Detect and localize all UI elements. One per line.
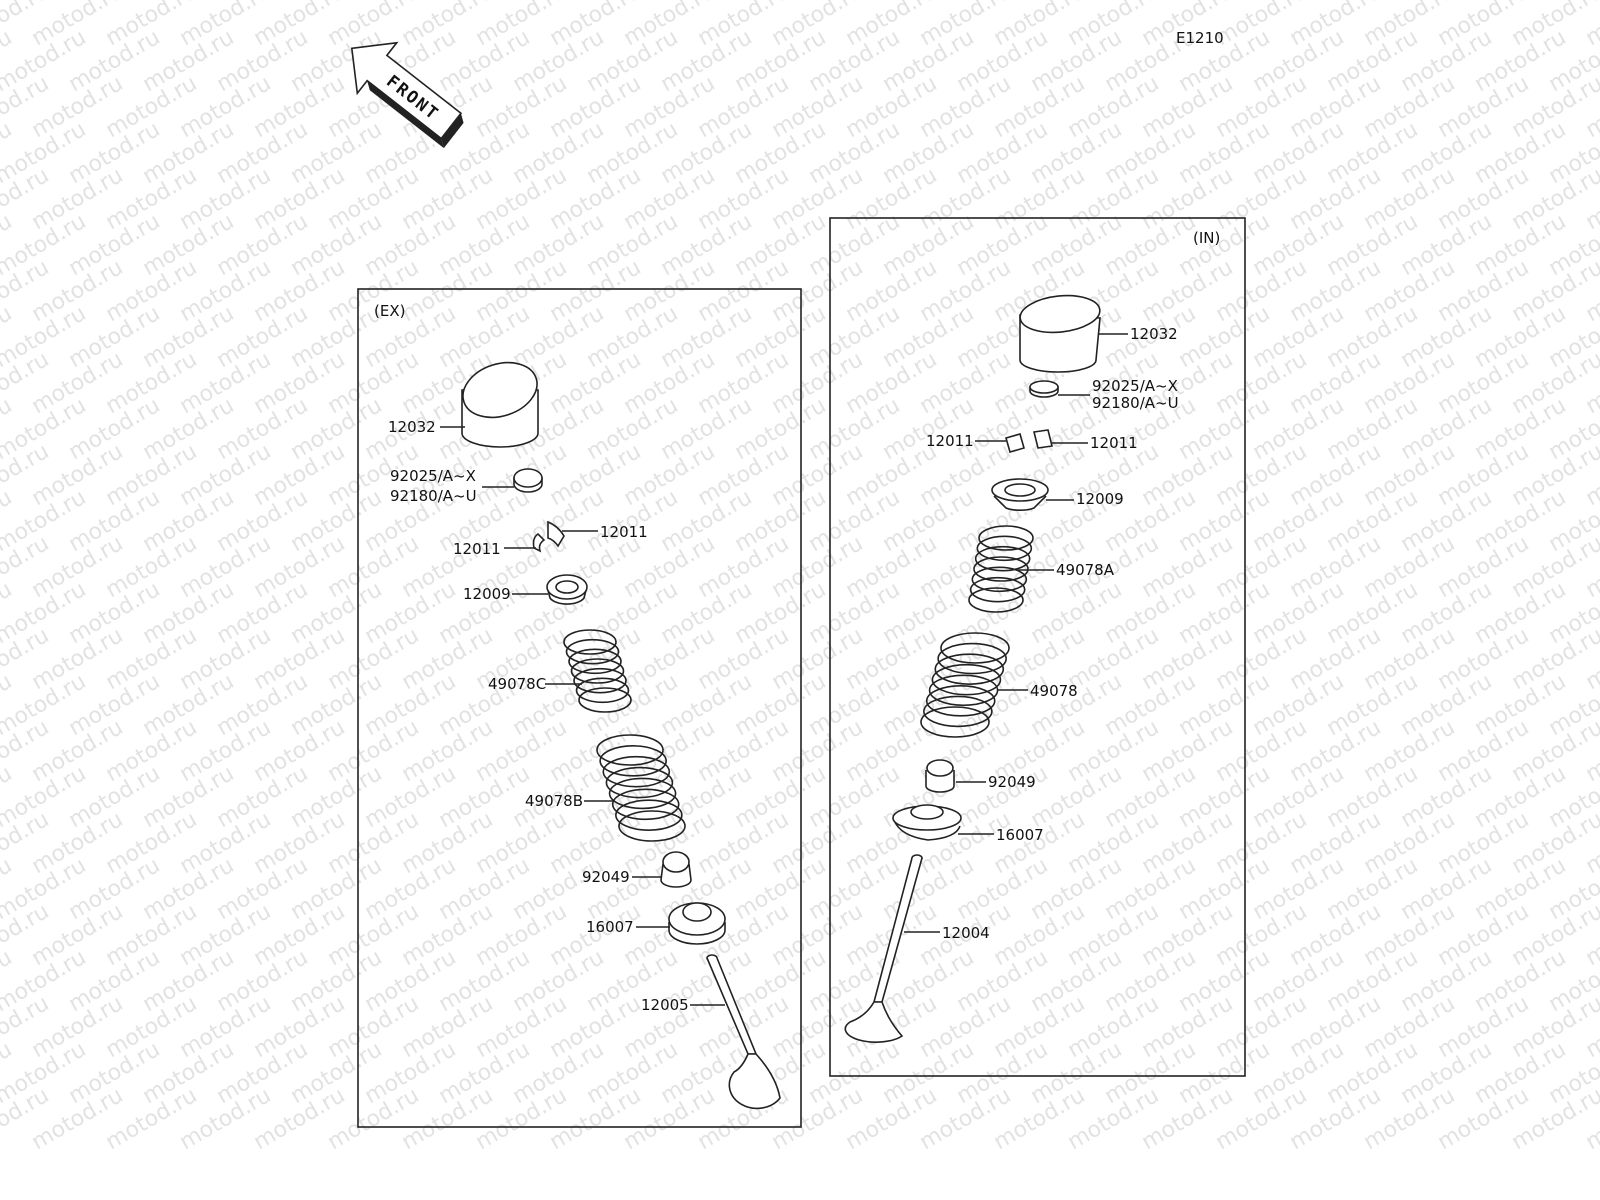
- spring-coil: [931, 663, 1002, 696]
- spring-coil: [978, 525, 1034, 551]
- spring-coil: [973, 556, 1029, 582]
- in-label-tappet: 12032: [1130, 325, 1178, 343]
- in-shim: [1029, 380, 1059, 398]
- in-tappet: [1019, 294, 1101, 373]
- ex-label-seal: 92049: [582, 868, 630, 886]
- ex-label-spring-inner: 49078C: [488, 675, 546, 693]
- spring-coil: [605, 766, 674, 799]
- spring-coil: [596, 734, 664, 766]
- ex-seat: [668, 902, 726, 945]
- in-seat: [892, 804, 962, 841]
- watermark-layer: motod.rumotod.rumotod.rumotod.rumotod.ru…: [0, 0, 1600, 1155]
- spring-coil: [976, 535, 1033, 562]
- in-label-valve: 12004: [942, 924, 990, 942]
- in-spring-inner: [968, 525, 1034, 613]
- spring-coil: [578, 687, 632, 713]
- spring-coil: [563, 629, 617, 655]
- in-label-shim-a: 92025/A~X: [1092, 377, 1178, 395]
- spring-coil: [611, 788, 680, 821]
- spring-coil: [568, 648, 622, 675]
- in-label-cotter-right: 12011: [1090, 434, 1138, 452]
- intake-title: (IN): [1193, 229, 1220, 247]
- exhaust-panel: (EX) 12032 92025/A~X 92180/A~U 12011 120…: [357, 288, 802, 1128]
- ex-seal: [660, 851, 692, 888]
- in-label-shim-b: 92180/A~U: [1092, 394, 1179, 412]
- spring-coil: [937, 642, 1007, 675]
- ex-valve: [706, 954, 781, 1110]
- spring-coil: [920, 706, 990, 738]
- ex-label-retainer: 12009: [463, 585, 511, 603]
- ex-label-spring-outer: 49078B: [525, 792, 583, 810]
- ex-spring-inner: [563, 629, 632, 713]
- ex-label-shim-a: 92025/A~X: [390, 467, 476, 485]
- in-label-seat: 16007: [996, 826, 1044, 844]
- spring-coil: [618, 810, 686, 842]
- spring-coil: [974, 545, 1031, 572]
- spring-coil: [608, 777, 677, 810]
- spring-coil: [615, 799, 683, 831]
- spring-coil: [565, 638, 620, 665]
- in-seal: [925, 759, 955, 793]
- in-label-spring-inner: 49078A: [1056, 561, 1115, 579]
- ex-label-valve: 12005: [641, 996, 689, 1014]
- in-cotters: [1005, 429, 1053, 453]
- spring-coil: [570, 658, 625, 684]
- intake-frame: [829, 217, 1246, 1077]
- in-spring-outer: [920, 632, 1010, 738]
- spring-coil: [575, 677, 630, 704]
- spring-coil: [925, 685, 996, 717]
- ex-label-cotter-left: 12011: [453, 540, 501, 558]
- spring-coil: [934, 653, 1005, 685]
- in-label-spring-outer: 49078: [1030, 682, 1078, 700]
- diagram-id: E1210: [1176, 29, 1224, 47]
- spring-coil: [940, 632, 1010, 664]
- in-label-retainer: 12009: [1076, 490, 1124, 508]
- spring-coil: [968, 587, 1024, 613]
- ex-spring-outer: [596, 734, 686, 842]
- in-label-cotter-left: 12011: [926, 432, 974, 450]
- exhaust-title: (EX): [374, 302, 405, 320]
- in-label-seal: 92049: [988, 773, 1036, 791]
- ex-shim: [513, 468, 543, 493]
- ex-label-cotter-right: 12011: [600, 523, 648, 541]
- ex-tappet: [461, 361, 539, 448]
- exhaust-frame: [357, 288, 802, 1128]
- spring-coil: [971, 566, 1028, 593]
- spring-coil: [928, 674, 999, 707]
- intake-panel: (IN) 12032 92025/A~X 92180/A~U 12011 120…: [829, 217, 1246, 1077]
- ex-label-shim-b: 92180/A~U: [390, 487, 477, 505]
- in-valve: [844, 854, 923, 1043]
- spring-coil: [602, 755, 671, 788]
- ex-cotters: [532, 520, 565, 553]
- spring-coil: [599, 745, 667, 777]
- ex-retainer: [546, 574, 588, 605]
- spring-coil: [923, 695, 993, 728]
- spring-coil: [969, 576, 1026, 603]
- spring-coil: [573, 667, 627, 694]
- in-retainer: [991, 478, 1049, 512]
- ex-label-tappet: 12032: [388, 418, 436, 436]
- ex-label-seat: 16007: [586, 918, 634, 936]
